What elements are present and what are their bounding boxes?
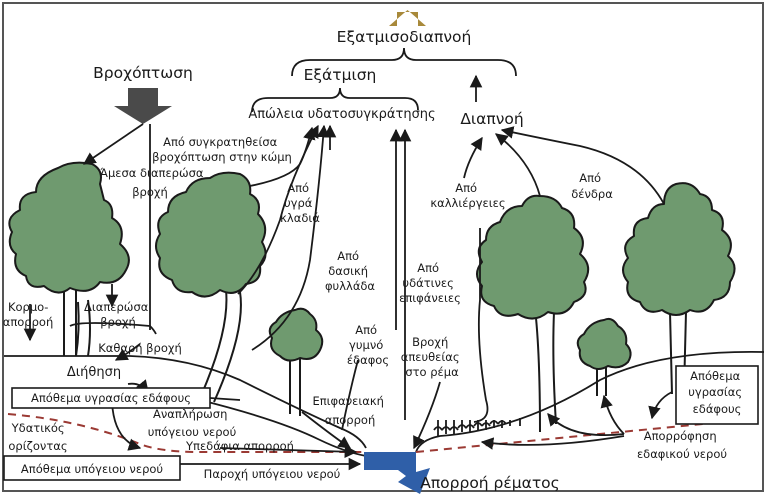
- groundwater-box: [3, 455, 181, 481]
- label-from-crops: Από καλλιέργειες: [430, 181, 505, 210]
- label-root-uptake: Απορρόφηση εδαφικού νερού: [637, 429, 727, 461]
- label-soil-moisture-right: Απόθεμα υγρασίας εδάφους: [688, 369, 746, 416]
- label-recharge: Αναπλήρωση υπόγειου νερού: [148, 407, 237, 439]
- tree-far-right-large: [622, 182, 736, 316]
- label-bare-soil: Από γυμνό έδαφος: [347, 323, 389, 367]
- ground-surface-left: [4, 355, 367, 449]
- flow-arrows: [23, 123, 673, 471]
- label-wet-branches: Από υγρά κλαδιά: [280, 181, 320, 225]
- label-throughfall: Διαπερώσα βροχή: [84, 300, 152, 329]
- stream-arrow-icon: [364, 452, 430, 494]
- label-interflow: Υπεδάφια απορροή: [185, 439, 294, 453]
- tree-left-large: [8, 161, 130, 294]
- label-forest-litter: Από δασική φυλλάδα: [325, 249, 375, 293]
- label-water-surfaces: Από υδάτινες επιφάνειες: [399, 261, 461, 305]
- label-surface-runoff: Επιφανειακή απορροή: [312, 394, 387, 427]
- soil-moisture-box-right: [675, 365, 759, 425]
- tree-small-middle: [268, 307, 324, 362]
- label-streamflow: Απορροή ρέματος: [420, 474, 560, 492]
- precipitation-arrow-icon: [114, 88, 172, 124]
- label-transpiration: Διαπνοή: [460, 110, 523, 128]
- label-from-trees: Από δένδρα: [571, 171, 613, 201]
- tree-trunks: [63, 288, 687, 433]
- label-evapotranspiration: Εξατμισοδιαπνοή: [337, 28, 472, 46]
- label-infiltration: Διήθηση: [67, 365, 121, 380]
- label-direct-throughfall: Άμεσα διαπερώσα βροχή: [100, 166, 207, 199]
- et-brace: [291, 47, 517, 77]
- label-from-canopy: Από συγκρατηθείσα βροχόπτωση στην κώμη: [152, 135, 292, 164]
- label-soil-moisture-left: Απόθεμα υγρασίας εδάφους: [31, 391, 191, 405]
- tree-right-middle-large: [476, 194, 590, 320]
- label-groundwater-storage: Απόθεμα υπόγειου νερού: [21, 462, 163, 476]
- crops-grass: [433, 418, 521, 436]
- label-evaporation: Εξάτμιση: [304, 66, 377, 84]
- evaporation-brace: [251, 87, 419, 113]
- label-stemflow: Κορμο- απορροή: [3, 300, 53, 329]
- evapotranspiration-arrow-icon: [389, 10, 426, 26]
- label-baseflow: Παροχή υπόγειου νερού: [204, 467, 341, 481]
- label-direct-rain-stream: Βροχή απευθείας στο ρέμα: [401, 335, 464, 379]
- label-net-rain: Καθαρή βροχή: [98, 341, 182, 355]
- tree-small-right: [576, 317, 632, 370]
- label-water-table: Υδατικός ορίζοντας: [8, 421, 68, 453]
- soil-moisture-box-left: [11, 387, 211, 409]
- labels: Εξατμισοδιαπνοή Εξάτμιση Διαπνοή Βροχόπτ…: [3, 28, 746, 492]
- label-precipitation: Βροχόπτωση: [93, 64, 193, 82]
- label-interception-loss: Απώλεια υδατοσυγκράτησης: [248, 107, 435, 122]
- tree-middle-large: [155, 171, 267, 298]
